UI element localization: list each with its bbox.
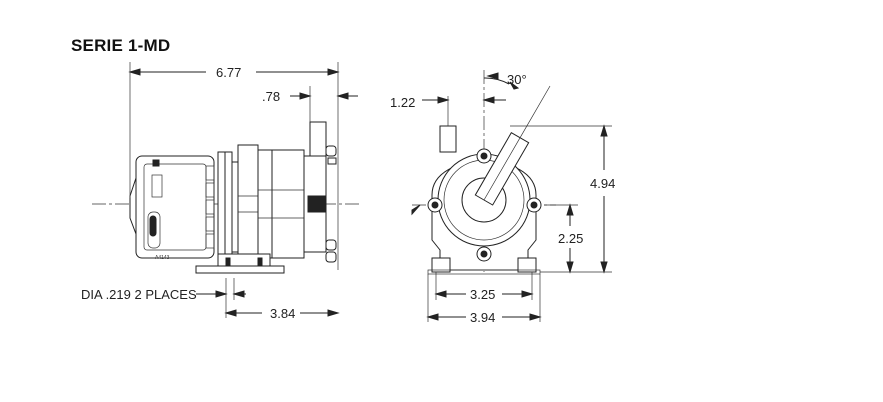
hole-note: DIA .219 2 PLACES [81,287,197,302]
bottom-bolts [325,239,337,263]
dim-inlet-offset: 1.22 [390,95,415,110]
dim-center-height: 2.25 [558,231,583,246]
dim-hole-spacing: 3.25 [470,287,495,302]
inlet-stub [439,125,457,153]
discharge-nozzle [309,121,327,157]
motor-tab [152,159,160,167]
motor-vents [205,165,215,249]
side-view: A4143 [81,62,362,321]
dim-base-length: 3.84 [270,306,295,321]
dim-overall-length: 6.77 [216,65,241,80]
pump-port-inlet [307,195,327,213]
end-view: 30° 1.22 4.94 2.25 3.25 [390,70,615,325]
bolt-left [411,197,443,216]
motor-switch [147,211,161,249]
motor-end-cap [129,177,137,235]
motor-label-plate [151,174,163,198]
left-foot [431,257,451,273]
dim-base-width: 3.94 [470,310,495,325]
dim-flange-offset: .78 [262,89,280,104]
coupling-housing [237,144,259,266]
part-number: A4143 [155,255,170,261]
bolt-top [476,148,492,164]
bolt-right [526,197,542,213]
dim-angle: 30° [507,72,527,87]
diagram-title: SERIE 1-MD [71,36,171,55]
bolt-bottom [476,246,492,262]
mount-foot [195,265,285,274]
right-foot [517,257,537,273]
top-bolts [325,145,337,165]
adapter-ring [231,161,239,253]
dim-height: 4.94 [590,176,615,191]
motor-switch-knob [149,215,157,237]
pump-head [257,149,305,259]
